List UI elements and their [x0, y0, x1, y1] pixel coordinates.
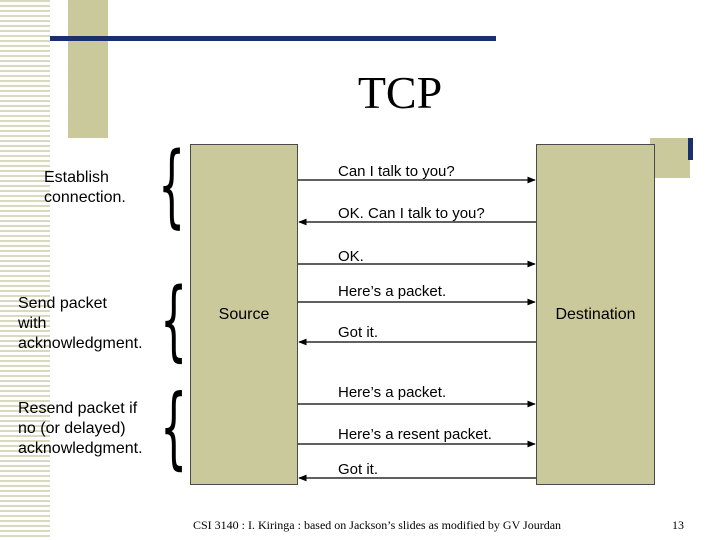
source-node: Source: [190, 144, 298, 485]
phase-label-resend: Resend packet if no (or delayed) acknowl…: [18, 400, 143, 457]
message-label-7: Here’s a resent packet.: [338, 426, 492, 443]
decorative-right-block: [650, 138, 690, 178]
destination-node: Destination: [536, 144, 655, 485]
message-label-8: Got it.: [338, 461, 379, 478]
slide-title: TCP: [357, 67, 443, 118]
message-label-6: Here’s a packet.: [338, 384, 447, 401]
phase-label-establish: Establish connection.: [44, 169, 126, 206]
message-label-3: OK.: [338, 248, 364, 265]
decorative-stripes: [0, 0, 50, 540]
message-label-5: Got it.: [338, 324, 379, 341]
decorative-right-bar: [688, 138, 693, 160]
message-label-1: Can I talk to you?: [338, 163, 455, 180]
decorative-title-bar: [50, 36, 496, 41]
message-label-2: OK. Can I talk to you?: [338, 205, 485, 222]
decorative-khaki-block: [68, 0, 108, 138]
message-label-4: Here’s a packet.: [338, 283, 447, 300]
phase-label-send: Send packet with acknowledgment.: [18, 295, 143, 352]
brace-icon-resend: {: [160, 377, 188, 480]
brace-icon-send: {: [160, 270, 188, 372]
brace-icon-establish: {: [158, 134, 186, 238]
source-label: Source: [218, 305, 270, 323]
page-number: 13: [672, 518, 684, 532]
slide-footer: CSI 3140 : I. Kiringa : based on Jackson…: [192, 518, 562, 532]
destination-label: Destination: [555, 305, 636, 323]
